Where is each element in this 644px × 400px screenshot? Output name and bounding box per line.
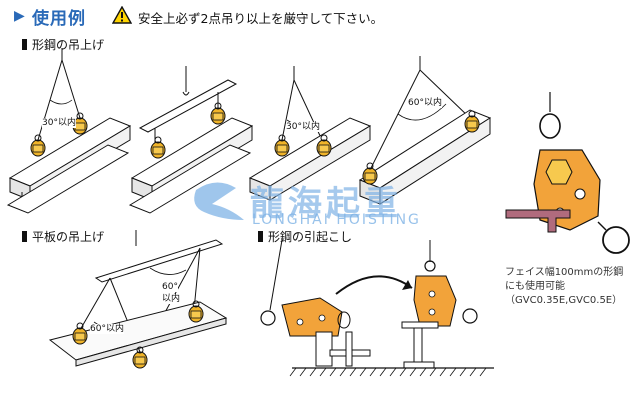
diagram-clamp-detail: [505, 92, 630, 254]
diagram-beam-lift-2: [128, 66, 254, 214]
angle-label: 60°以内: [90, 324, 124, 334]
section-shape-steel-lift: 形鋼の吊上げ: [22, 36, 104, 53]
diagram-plate-lift: [48, 230, 228, 369]
angle-label: 60°以内: [408, 98, 442, 108]
note-line: フェイス幅100mmの形鋼: [505, 267, 624, 278]
diagram-beam-lift-4: [358, 56, 492, 205]
section-label: 形鋼の吊上げ: [32, 38, 105, 52]
diagram-pull-up: [260, 239, 494, 377]
angle-label: 60°: [162, 282, 178, 292]
warning-triangle-icon: [112, 6, 132, 24]
angle-label: 以内: [162, 294, 181, 304]
title-arrow-icon: ▶: [14, 8, 25, 24]
usage-note: フェイス幅100mmの形鋼 にも使用可能 （GVC0.35E,GVC0.5E）: [505, 266, 635, 308]
watermark-cn: 龍海起重: [250, 184, 402, 224]
angle-label: 30°以内: [42, 118, 76, 128]
section-label: 形鋼の引起こし: [268, 230, 353, 244]
section-flat-plate-lift: 平板の吊上げ: [22, 228, 104, 245]
diagram-beam-lift-1: [6, 48, 132, 214]
diagram-beam-lift-3: [248, 66, 372, 201]
note-line: （GVC0.35E,GVC0.5E）: [505, 295, 623, 306]
section-shape-steel-pull: 形鋼の引起こし: [258, 228, 352, 245]
note-line: にも使用可能: [505, 281, 565, 292]
warning-text: 安全上必ず2点吊り以上を厳守して下さい。: [138, 11, 384, 26]
page-title: 使用例: [32, 9, 86, 29]
angle-label: 30°以内: [286, 122, 320, 132]
watermark: [194, 182, 244, 220]
watermark-en: LONGHAI HOISTING: [252, 212, 421, 228]
section-label: 平板の吊上げ: [32, 230, 105, 244]
